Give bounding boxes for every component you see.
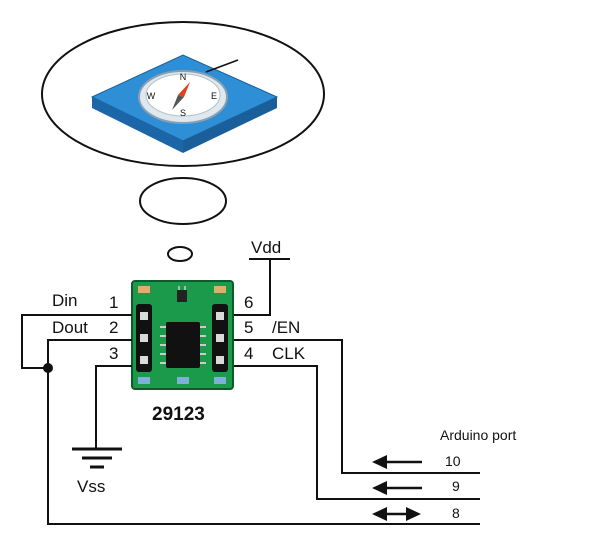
bubble-small	[167, 246, 193, 262]
bubble-medium	[139, 177, 227, 225]
port-9-label: 9	[452, 478, 460, 494]
compass-letter-e: E	[211, 91, 217, 101]
vss-label: Vss	[77, 477, 105, 496]
junction-dot	[43, 363, 53, 373]
pin-5-name: /EN	[272, 318, 300, 337]
compass-letter-s: S	[180, 108, 186, 118]
pin-4-number: 4	[244, 344, 253, 363]
arrow-left-icon	[372, 455, 422, 469]
ic-chip	[166, 322, 200, 368]
arrow-left-icon	[372, 481, 422, 495]
pin-1-number: 1	[109, 293, 118, 312]
port-10-label: 10	[445, 453, 461, 469]
compass-icon: N E S W	[90, 54, 279, 153]
compass-letter-w: W	[147, 91, 156, 101]
pin-5-number: 5	[244, 318, 253, 337]
pin-4-name: CLK	[272, 344, 306, 363]
part-number-label: 29123	[152, 404, 205, 425]
pin-2-name: Dout	[52, 318, 88, 337]
wiring	[21, 258, 480, 525]
compass-letter-n: N	[180, 72, 187, 82]
arduino-port-label: Arduino port	[440, 427, 516, 443]
bubble-large	[41, 21, 325, 167]
pin-1-name: Din	[52, 291, 78, 310]
vdd-label: Vdd	[251, 238, 281, 257]
sensor-board	[131, 280, 234, 390]
pin-3-number: 3	[109, 344, 118, 363]
port-8-label: 8	[452, 505, 460, 521]
arrow-bidirectional-icon	[372, 507, 421, 521]
pin-2-number: 2	[109, 318, 118, 337]
pin-6-number: 6	[244, 293, 253, 312]
